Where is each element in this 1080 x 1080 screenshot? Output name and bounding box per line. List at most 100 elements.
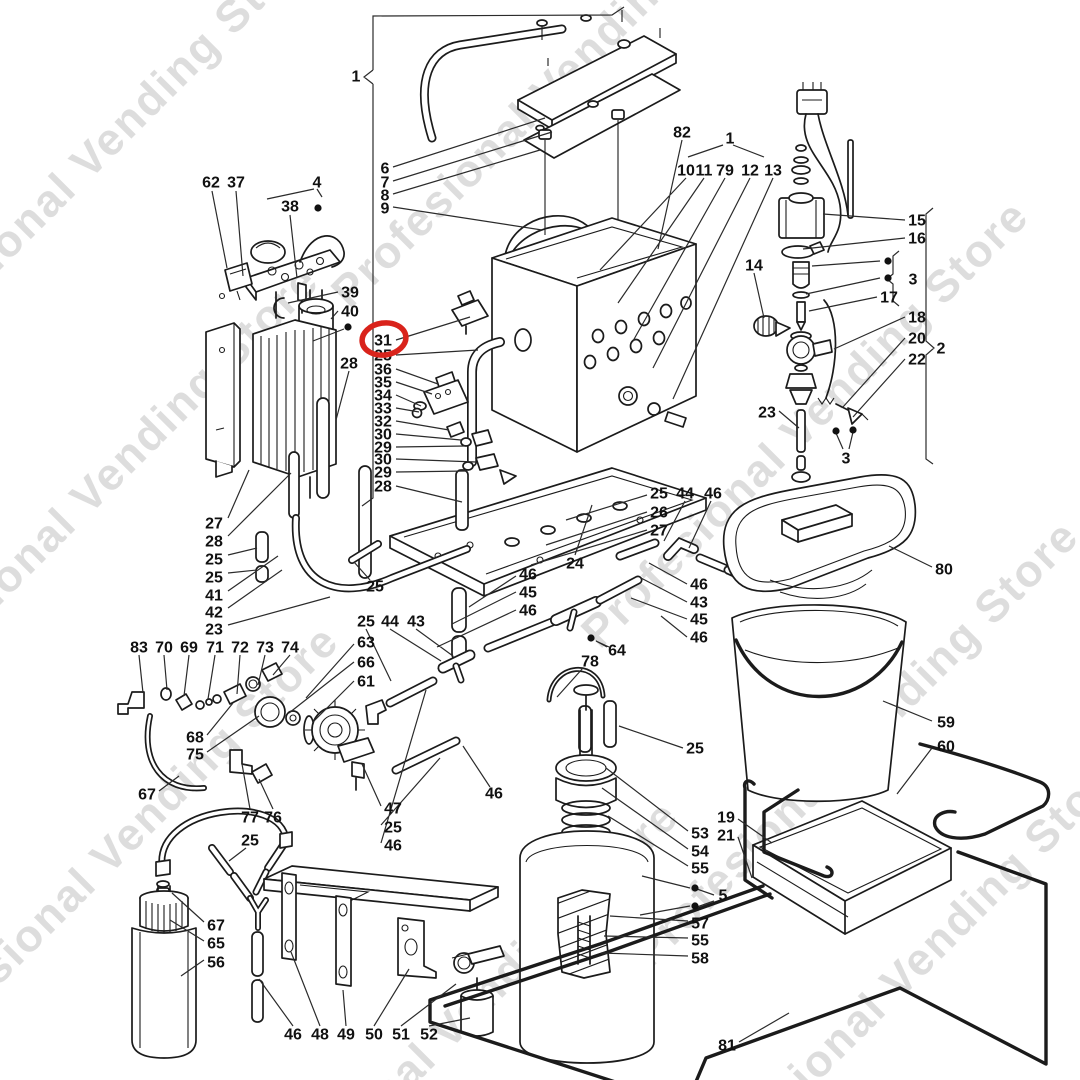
part-label-40: 40 <box>341 304 359 321</box>
bucket-and-lid <box>722 473 917 803</box>
part-label-55: 55 <box>691 861 709 878</box>
part-label-14: 14 <box>745 258 763 275</box>
part-label-38: 38 <box>281 199 299 216</box>
part-label-47: 47 <box>384 801 402 818</box>
part-label-80: 80 <box>935 562 953 579</box>
part-label-15: 15 <box>908 213 926 230</box>
part-label-79: 79 <box>716 163 734 180</box>
part-label-10: 10 <box>677 163 695 180</box>
part-label-60: 60 <box>937 739 955 756</box>
part-label-62: 62 <box>202 175 220 192</box>
part-label-57: 57 <box>691 916 709 933</box>
part-label-64: 64 <box>608 643 626 660</box>
part-label-51: 51 <box>392 1027 410 1044</box>
part-label-28: 28 <box>205 534 223 551</box>
dot-marker <box>849 426 857 434</box>
part-label-58: 58 <box>691 951 709 968</box>
part-label-67: 67 <box>207 918 225 935</box>
part-label-33: 33 <box>374 401 392 418</box>
part-label-3: 3 <box>842 451 851 468</box>
part-label-67: 67 <box>138 787 156 804</box>
part-label-44: 44 <box>676 486 694 503</box>
inlet-valve-column <box>753 82 869 483</box>
part-label-24: 24 <box>566 556 584 573</box>
part-label-11: 11 <box>696 163 713 180</box>
part-label-78: 78 <box>581 654 599 671</box>
part-label-25: 25 <box>366 579 384 596</box>
part-label-29: 29 <box>374 465 392 482</box>
valve-small-parts <box>411 290 517 485</box>
part-label-25: 25 <box>241 833 259 850</box>
part-label-65: 65 <box>207 936 225 953</box>
part-label-28: 28 <box>374 479 392 496</box>
part-label-59: 59 <box>937 715 955 732</box>
part-label-20: 20 <box>908 331 926 348</box>
tray-and-wire-stands <box>428 742 1051 1080</box>
part-label-4: 4 <box>313 175 322 192</box>
part-label-35: 35 <box>374 375 392 392</box>
part-label-5: 5 <box>719 888 728 905</box>
dot-marker <box>314 204 322 212</box>
part-label-12: 12 <box>741 163 759 180</box>
left-pump-assembly <box>218 235 345 499</box>
part-label-56: 56 <box>207 955 225 972</box>
part-label-68: 68 <box>186 730 204 747</box>
part-label-8: 8 <box>381 188 390 205</box>
part-label-25: 25 <box>357 614 375 631</box>
part-label-21: 21 <box>717 828 735 845</box>
part-label-25: 25 <box>384 820 402 837</box>
part-label-45: 45 <box>690 612 708 629</box>
part-label-25: 25 <box>686 741 704 758</box>
part-label-25: 25 <box>650 486 668 503</box>
part-label-31: 31 <box>374 333 392 350</box>
part-label-72: 72 <box>231 640 249 657</box>
part-label-55: 55 <box>691 933 709 950</box>
part-label-46: 46 <box>690 577 708 594</box>
part-label-7: 7 <box>381 175 390 192</box>
part-label-34: 34 <box>374 388 392 405</box>
part-label-27: 27 <box>650 523 668 540</box>
part-label-23: 23 <box>758 405 776 422</box>
dot-marker <box>691 884 699 892</box>
part-label-46: 46 <box>704 486 722 503</box>
tube-parts <box>251 139 854 1023</box>
part-label-69: 69 <box>180 640 198 657</box>
part-label-32: 32 <box>374 414 392 431</box>
part-label-66: 66 <box>357 655 375 672</box>
part-label-44: 44 <box>381 614 399 631</box>
part-label-54: 54 <box>691 844 709 861</box>
part-label-63: 63 <box>357 635 375 652</box>
part-label-52: 52 <box>420 1027 438 1044</box>
part-label-81: 81 <box>718 1038 736 1055</box>
filter-cartridge <box>131 885 197 1059</box>
part-label-74: 74 <box>281 640 299 657</box>
part-label-1: 1 <box>352 69 361 86</box>
part-label-13: 13 <box>764 163 782 180</box>
part-label-25: 25 <box>205 552 223 569</box>
part-label-83: 83 <box>130 640 148 657</box>
part-label-82: 82 <box>673 125 691 142</box>
part-label-3: 3 <box>909 272 918 289</box>
left-bracket-panel <box>205 322 241 478</box>
dot-marker <box>884 257 892 265</box>
part-label-9: 9 <box>381 201 390 218</box>
dot-marker <box>587 634 595 642</box>
part-label-39: 39 <box>341 285 359 302</box>
part-label-43: 43 <box>690 595 708 612</box>
highlight-circle-31 <box>359 320 409 358</box>
part-label-76: 76 <box>264 810 282 827</box>
part-label-53: 53 <box>691 826 709 843</box>
part-label-23: 23 <box>205 622 223 639</box>
part-label-18: 18 <box>908 310 926 327</box>
part-label-48: 48 <box>311 1027 329 1044</box>
support-bracket-arm <box>263 865 505 1037</box>
part-label-25: 25 <box>205 570 223 587</box>
part-label-71: 71 <box>206 640 224 657</box>
part-label-17: 17 <box>880 290 898 307</box>
part-label-37: 37 <box>227 175 245 192</box>
part-label-29: 29 <box>374 440 392 457</box>
part-label-77: 77 <box>241 810 259 827</box>
dot-marker <box>344 323 352 331</box>
